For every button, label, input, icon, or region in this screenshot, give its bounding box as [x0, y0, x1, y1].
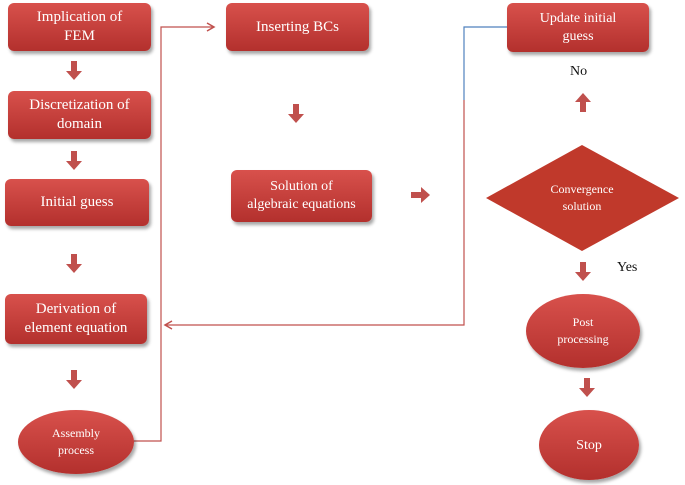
derivation-of-element-equation-box: Derivation of element equation: [5, 294, 147, 344]
update-initial-guess-box: Update initial guess: [507, 3, 649, 52]
connector-assembly-to-inserting-bcs: [133, 22, 216, 442]
arrow-down-5: [288, 104, 304, 123]
arrow-down-1: [66, 61, 82, 80]
arrow-right-1: [411, 187, 430, 203]
discretization-of-domain-box: Discretization of domain: [8, 91, 151, 139]
assembly-process-ellipse: Assembly process: [18, 410, 134, 474]
inserting-bcs-box: Inserting BCs: [226, 3, 369, 51]
convergence-solution-label: Convergence solution: [550, 182, 614, 213]
no-label: No: [570, 64, 588, 79]
connector-update-to-derivation: [163, 100, 465, 330]
arrow-down-2: [66, 151, 82, 170]
post-processing-ellipse: Post processing: [526, 294, 640, 368]
stop-ellipse: Stop: [539, 410, 639, 480]
arrow-down-7: [579, 378, 595, 397]
implication-of-fem-box: Implication of FEM: [8, 3, 151, 51]
convergence-diamond: [486, 145, 679, 251]
solution-of-algebraic-equations-box: Solution of algebraic equations: [231, 170, 372, 222]
arrow-up-1: [575, 93, 591, 112]
arrow-down-4: [66, 370, 82, 389]
initial-guess-box: Initial guess: [5, 179, 149, 226]
arrow-down-3: [66, 254, 82, 273]
arrow-down-6: [575, 262, 591, 281]
yes-label: Yes: [617, 260, 638, 275]
connector-update-to-derivation-blue: [463, 26, 507, 100]
